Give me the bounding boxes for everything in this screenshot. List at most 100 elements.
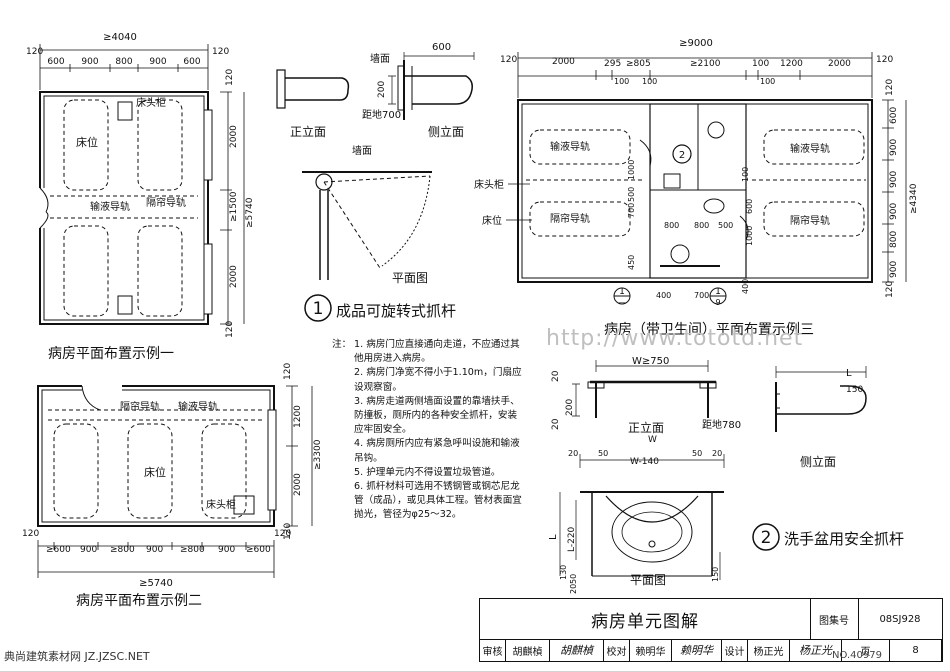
signature-cell: 赖明华 bbox=[672, 639, 722, 661]
ex1-dim-4: 900 bbox=[149, 57, 166, 67]
ex3-inner-12: 400 bbox=[656, 291, 671, 300]
title-block-cell: 胡麒楨 bbox=[506, 639, 550, 661]
detail2-drawings bbox=[559, 360, 867, 580]
ex2-margin-rt: 120 bbox=[283, 363, 293, 380]
ex3-label-iv-left: 输液导轨 bbox=[550, 140, 590, 153]
ex3-label-iv-right: 输液导轨 bbox=[790, 142, 830, 155]
ex3-label-bedside: 床头柜 bbox=[474, 178, 504, 191]
example1-title: 病房平面布置示例一 bbox=[48, 346, 174, 362]
title-block-cell: 赖明华 bbox=[630, 639, 672, 661]
d2-plan-20a: 20 bbox=[568, 449, 578, 458]
ex3-margin-rt: 120 bbox=[885, 79, 895, 96]
d2-front-label: 正立面 bbox=[628, 420, 664, 435]
title-block-cell: 页 bbox=[842, 639, 890, 661]
d2-floor-height: 距地780 bbox=[702, 418, 741, 431]
d2-L-label: L bbox=[846, 368, 852, 379]
ex1-margin-rt: 120 bbox=[225, 69, 235, 86]
notes-head: 注： bbox=[332, 339, 352, 350]
example3-title: 病房（带卫生间）平面布置示例三 bbox=[604, 322, 814, 338]
ex3-ref-1-num: 2 bbox=[679, 150, 685, 161]
ex3-label-bed: 床位 bbox=[482, 214, 502, 227]
signature-cell: 杨正光 bbox=[790, 639, 842, 661]
ex3-inner-6: 500 bbox=[718, 221, 733, 230]
ex3-inner-5: 800 bbox=[694, 221, 709, 230]
ex3-dim-2: 295 bbox=[604, 59, 621, 69]
ex1-label-curtain: 隔帘导轨 bbox=[146, 196, 186, 209]
ex3-dim-6: 1200 bbox=[780, 59, 803, 69]
ex3-label-curtain-left: 隔帘导轨 bbox=[550, 212, 590, 225]
example2-plan bbox=[37, 382, 313, 578]
title-block-cell: 审核 bbox=[480, 639, 506, 661]
ex3-inner-10: 100 bbox=[741, 167, 750, 182]
d2-plan-20b: 20 bbox=[712, 449, 722, 458]
title-block-title: 病房单元图解 bbox=[480, 599, 811, 640]
ex2-dim-7: ≥600 bbox=[246, 545, 271, 555]
example1-plan bbox=[36, 44, 245, 325]
note-item: 2. 病房门净宽不得小于1.10m，门扇应设观察窗。 bbox=[354, 367, 522, 393]
ex1-margin-rb: 120 bbox=[225, 321, 235, 338]
ex2-dim-6: 900 bbox=[218, 545, 235, 555]
detail2-title: 洗手盆用安全抓杆 bbox=[784, 530, 904, 548]
ex1-dim-2: 900 bbox=[81, 57, 98, 67]
d1-dim-600: 600 bbox=[432, 42, 451, 53]
ex2-label-curtain: 隔帘导轨 bbox=[120, 400, 160, 413]
notes-list: 1. 病房门应直接通向走道，不应通过其他用房进入病房。 2. 病房门净宽不得小于… bbox=[354, 338, 524, 523]
ex3-inner-1: 1000 bbox=[627, 160, 636, 180]
ex3-subdim-3: 100 bbox=[760, 77, 775, 86]
footer-number: NO.40979 bbox=[832, 650, 882, 661]
ex3-dim-7: 2000 bbox=[828, 59, 851, 69]
detail1-title: 成品可旋转式抓杆 bbox=[336, 302, 456, 320]
example3-plan bbox=[517, 52, 907, 305]
ex3-inner-2: 700 bbox=[627, 203, 636, 218]
d1-wall-label-2: 墙面 bbox=[352, 144, 372, 157]
ex2-dim-5: ≥800 bbox=[180, 545, 205, 555]
title-block-cell: 杨正光 bbox=[748, 639, 790, 661]
ex3-margin-tl: 120 bbox=[500, 55, 517, 65]
detail2-number: 2 bbox=[761, 528, 772, 548]
ex2-margin-rb: 120 bbox=[283, 523, 293, 540]
ex2-dim-4: 900 bbox=[146, 545, 163, 555]
signature-cell: 胡麒楨 bbox=[550, 639, 604, 661]
d2-w-inner: W-140 bbox=[630, 457, 659, 467]
d2-dim-200: 200 bbox=[565, 399, 575, 416]
ex3-subdim-1: 100 bbox=[614, 77, 629, 86]
d1-dim-200: 200 bbox=[377, 81, 387, 98]
title-block-cell: 8 bbox=[890, 639, 942, 661]
d2-plan-L220: L-220 bbox=[567, 526, 577, 552]
ex3-rdim-4: 900 bbox=[889, 203, 899, 220]
ex3-rdim-5: 800 bbox=[889, 231, 899, 248]
ex2-dim-2: 900 bbox=[80, 545, 97, 555]
ex3-dim-3: ≥805 bbox=[626, 59, 651, 69]
d2-side-label: 侧立面 bbox=[800, 454, 836, 469]
d2-w-label: W bbox=[648, 435, 657, 445]
ex3-ref-2-sheet: — bbox=[618, 298, 626, 307]
note-item: 3. 病房走道两侧墙面设置的靠墙扶手、防撞板，厕所内的各种安全抓杆，安装应牢固安… bbox=[354, 395, 520, 436]
ex1-total-height: ≥5740 bbox=[245, 197, 255, 228]
ex3-inner-3: 500 bbox=[627, 187, 636, 202]
title-block: 病房单元图解 图集号 08SJ928 审核胡麒楨胡麒楨校对赖明华赖明华设计杨正光… bbox=[479, 598, 943, 662]
ex3-dim-4: ≥2100 bbox=[690, 59, 721, 69]
note-item: 1. 病房门应直接通向走道，不应通过其他用房进入病房。 bbox=[354, 339, 520, 365]
ex1-margin-tl: 120 bbox=[26, 47, 43, 57]
ex1-dim-1: 600 bbox=[47, 57, 64, 67]
ex1-rdim-3: 2000 bbox=[229, 265, 239, 288]
ex3-dim-1: 2000 bbox=[552, 57, 575, 67]
d2-dim-20a: 20 bbox=[551, 370, 561, 382]
detail1-drawings bbox=[276, 52, 475, 280]
footer-site-label: 典尚建筑素材网 JZ.JZSC.NET bbox=[4, 648, 150, 664]
example2-title: 病房平面布置示例二 bbox=[76, 593, 202, 609]
ex2-dim-1: ≥600 bbox=[46, 545, 71, 555]
atlas-label: 图集号 bbox=[810, 599, 859, 640]
ex2-label-iv-rail: 输液导轨 bbox=[178, 400, 218, 413]
ex2-label-bedside: 床头柜 bbox=[206, 498, 236, 511]
ex3-rdim-6: 900 bbox=[889, 261, 899, 278]
d2-dim-150: 150 bbox=[846, 385, 863, 395]
detail1-number: 1 bbox=[313, 299, 324, 319]
ex1-margin-tr: 120 bbox=[212, 47, 229, 57]
d1-floor-height: 距地700 bbox=[362, 108, 401, 121]
note-item: 5. 护理单元内不得设置垃圾管道。 bbox=[354, 466, 501, 478]
ex3-subdim-2: 100 bbox=[642, 77, 657, 86]
ex2-rdim-1: 1200 bbox=[293, 405, 303, 428]
ex1-rdim-1: 2000 bbox=[229, 125, 239, 148]
